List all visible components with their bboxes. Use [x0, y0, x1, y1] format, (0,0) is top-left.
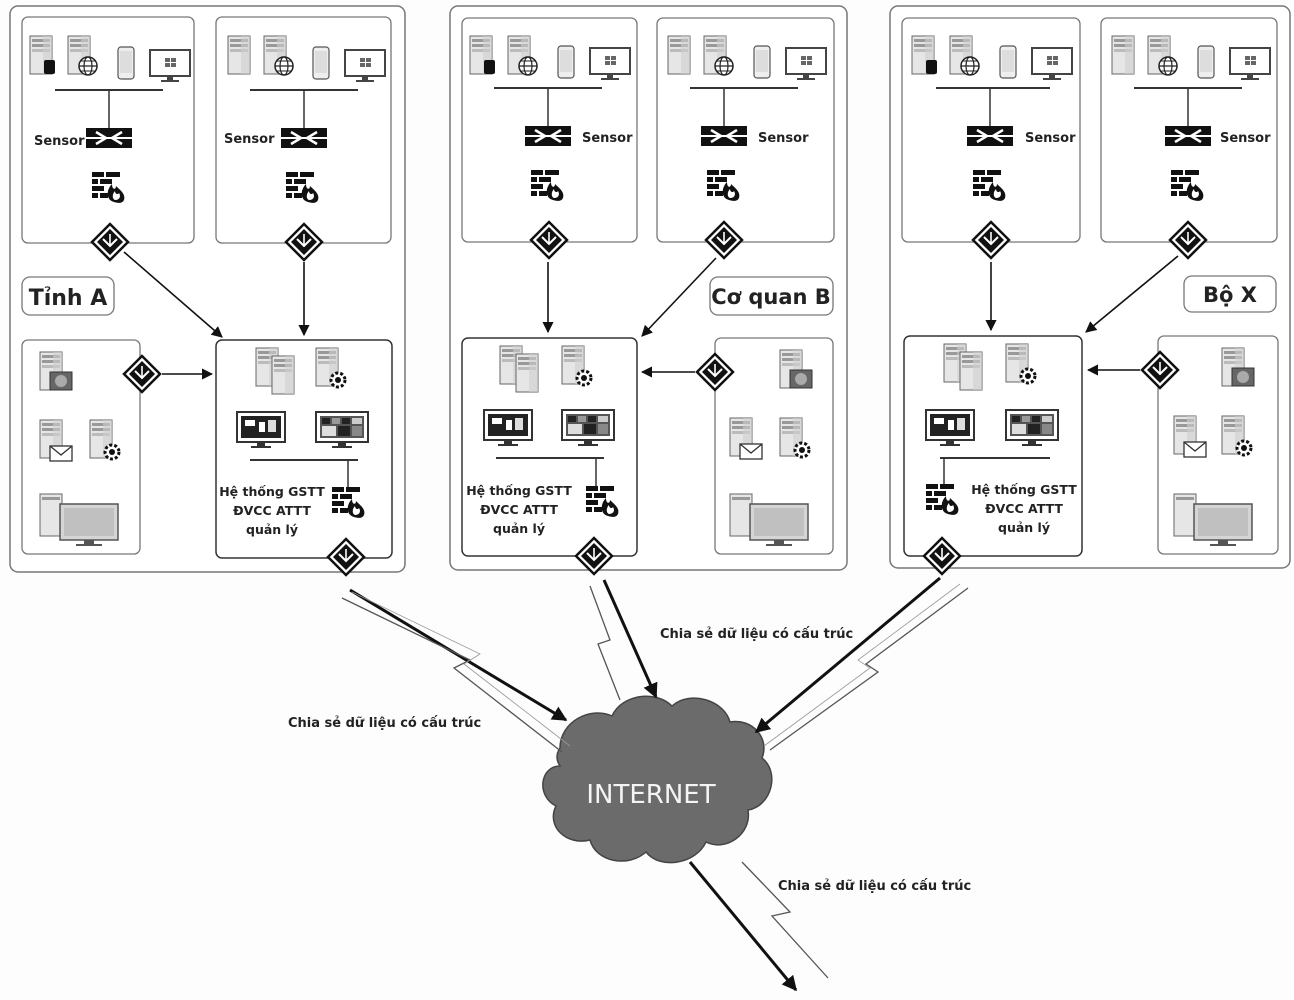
server-icon — [227, 35, 251, 75]
dashboard-icon — [236, 411, 286, 449]
system-label-line3: quản lý — [493, 521, 545, 536]
internet-label: INTERNET — [586, 780, 715, 810]
region-co-quan-b: Sensor Sensor Cơ quan B Hệ thống GSTT ĐV… — [449, 5, 848, 576]
dashboard-icon — [561, 409, 615, 447]
phone-icon — [117, 46, 135, 80]
region-label: Bộ X — [1203, 283, 1257, 307]
phone-icon — [312, 46, 330, 80]
server-icon — [1111, 35, 1135, 75]
cloud-icon — [542, 695, 773, 864]
share-label: Chia sẻ dữ liệu có cấu trúc — [660, 627, 853, 642]
system-label-line2: ĐVCC ATTT — [480, 502, 558, 517]
system-label-line1: Hệ thống GSTT — [466, 483, 572, 498]
share-label: Chia sẻ dữ liệu có cấu trúc — [778, 879, 971, 894]
sensor-icon — [1163, 124, 1213, 148]
system-label-line1: Hệ thống GSTT — [971, 482, 1077, 497]
dashboard-icon — [315, 411, 369, 449]
server-icon — [30, 36, 55, 74]
server-icon — [912, 36, 937, 74]
system-label-line2: ĐVCC ATTT — [985, 501, 1063, 516]
internet-links — [341, 576, 969, 992]
phone-icon — [999, 45, 1017, 79]
gstt-box — [903, 335, 1083, 557]
region-bo-x: Sensor Sensor Bộ X Hệ thống GSTT ĐVCC AT… — [889, 5, 1291, 576]
server-icon — [470, 36, 495, 74]
system-label-line1: Hệ thống GSTT — [219, 484, 325, 499]
gstt-box — [215, 339, 393, 559]
phone-icon — [1197, 45, 1215, 79]
sensor-icon — [279, 126, 329, 150]
server-icon — [667, 35, 691, 75]
sensor-label: Sensor — [224, 132, 275, 147]
gstt-box — [461, 337, 638, 557]
sensor-icon — [523, 124, 573, 148]
sensor-label: Sensor — [1025, 131, 1076, 146]
phone-icon — [753, 45, 771, 79]
dashboard-icon — [925, 409, 975, 447]
region-label: Tỉnh A — [29, 286, 108, 311]
region-tinh-a: Sensor Sensor Tỉnh A Hệ thống GSTT — [9, 5, 406, 577]
region-label: Cơ quan B — [711, 285, 831, 309]
sensor-icon — [699, 124, 749, 148]
phone-icon — [557, 45, 575, 79]
sensor-label: Sensor — [582, 131, 633, 146]
system-label-line3: quản lý — [246, 522, 298, 537]
sensor-icon — [965, 124, 1015, 148]
sensor-label: Sensor — [1220, 131, 1271, 146]
sensor-label: Sensor — [34, 134, 85, 149]
dashboard-icon — [1005, 409, 1059, 447]
system-label-line2: ĐVCC ATTT — [233, 503, 311, 518]
system-label-line3: quản lý — [998, 520, 1050, 535]
internet-cloud: INTERNET — [542, 695, 773, 864]
sensor-icon — [84, 126, 134, 150]
share-label: Chia sẻ dữ liệu có cấu trúc — [288, 716, 481, 731]
dashboard-icon — [483, 409, 533, 447]
sensor-label: Sensor — [758, 131, 809, 146]
